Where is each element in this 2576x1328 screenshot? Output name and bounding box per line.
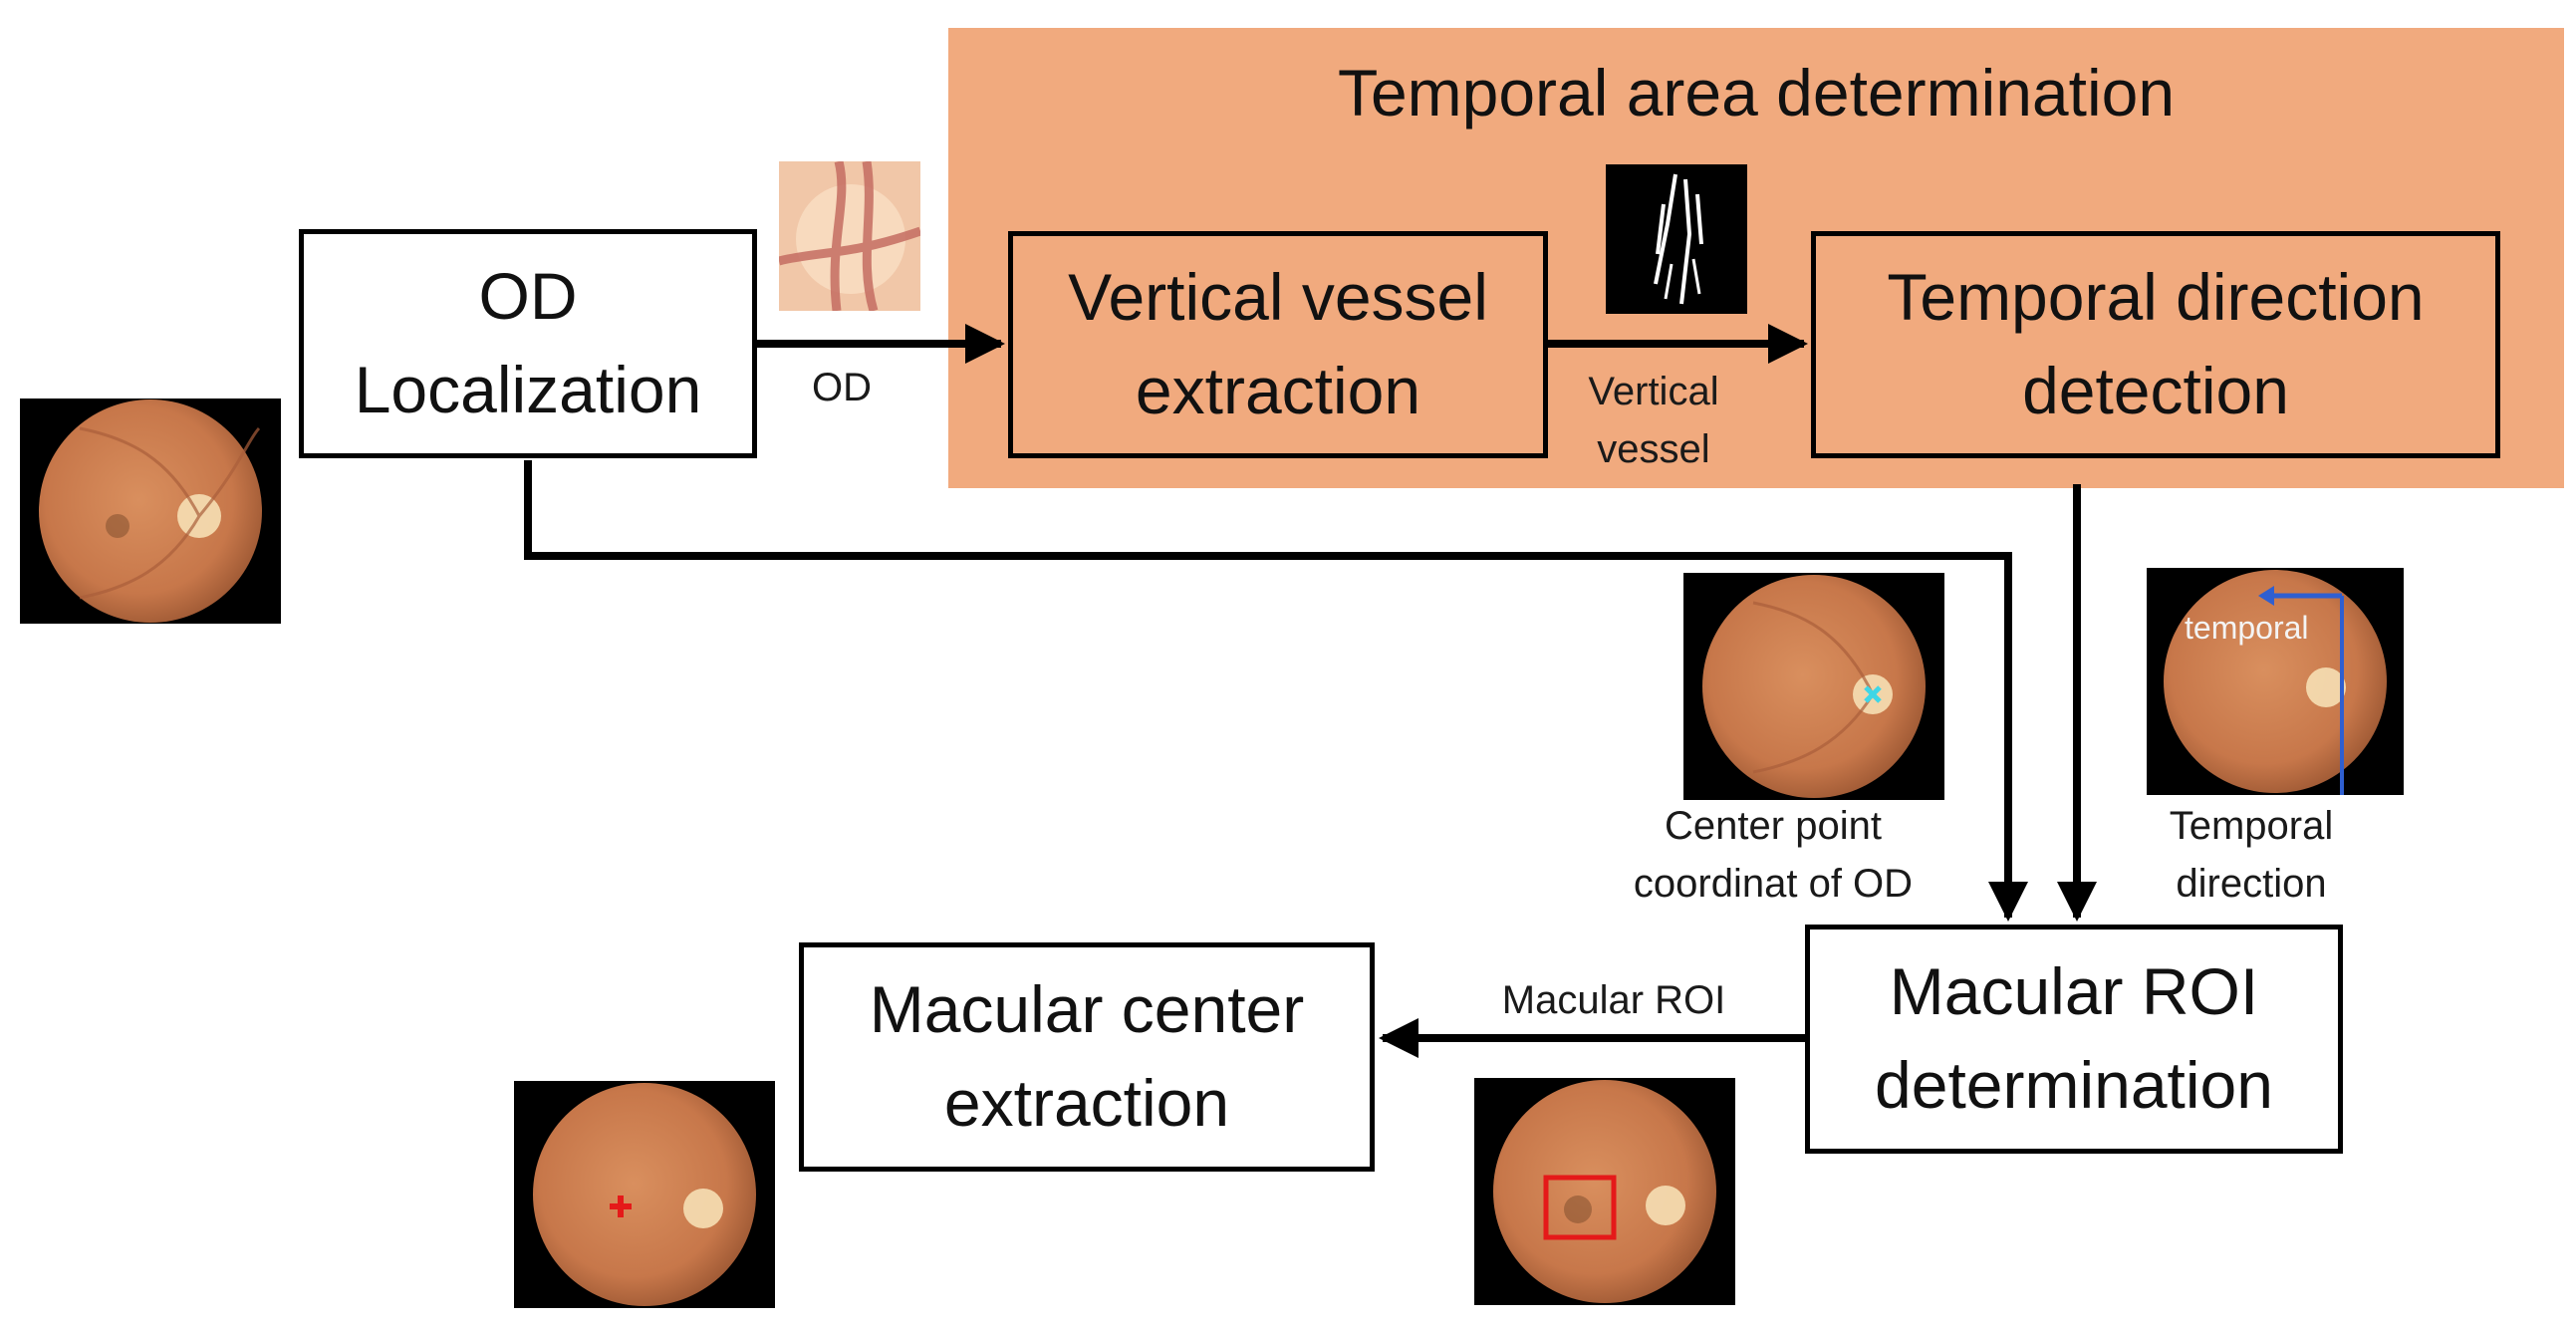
vertical-vessel-box: Vertical vessel extraction [1008, 231, 1548, 458]
macular-roi-box: Macular ROI determination [1805, 925, 2343, 1154]
center-point-label: Center point coordinat of OD [1633, 804, 1914, 906]
arrow-od-to-roi [524, 460, 2028, 922]
vertical-vessel-label: Vertical vessel extraction [1068, 260, 1488, 427]
macular-roi-image [1474, 1078, 1735, 1305]
od-localization-label: OD Localization [354, 259, 702, 426]
temporal-direction-edge-label: Temporal direction [2169, 804, 2334, 906]
temporal-text: temporal [2185, 610, 2309, 646]
roi-box-marker [1543, 1175, 1617, 1240]
temporal-direction-label: Temporal direction detection [1887, 260, 2425, 427]
vertical-vessel-edge-label: Vertical vessel [1588, 370, 1719, 471]
panel-title: Temporal area determination [1337, 56, 2176, 130]
od-crop-image [779, 161, 920, 311]
od-center-marker [1864, 685, 1882, 703]
temporal-direction-image: temporal [2147, 568, 2404, 795]
od-localization-box: OD Localization [299, 229, 757, 458]
macular-center-label: Macular center extraction [869, 972, 1305, 1140]
temporal-direction-box: Temporal direction detection [1811, 231, 2500, 458]
macular-roi-edge-label: Macular ROI [1501, 978, 1726, 1022]
macular-center-image [514, 1081, 775, 1308]
macular-center-box: Macular center extraction [799, 942, 1375, 1172]
macula-center-marker [610, 1195, 632, 1217]
input-fundus-image [20, 398, 281, 624]
od-center-image [1683, 573, 1944, 800]
od-label: OD [812, 366, 872, 409]
macular-roi-label: Macular ROI determination [1875, 954, 2273, 1122]
vertical-vessel-image [1606, 164, 1747, 314]
